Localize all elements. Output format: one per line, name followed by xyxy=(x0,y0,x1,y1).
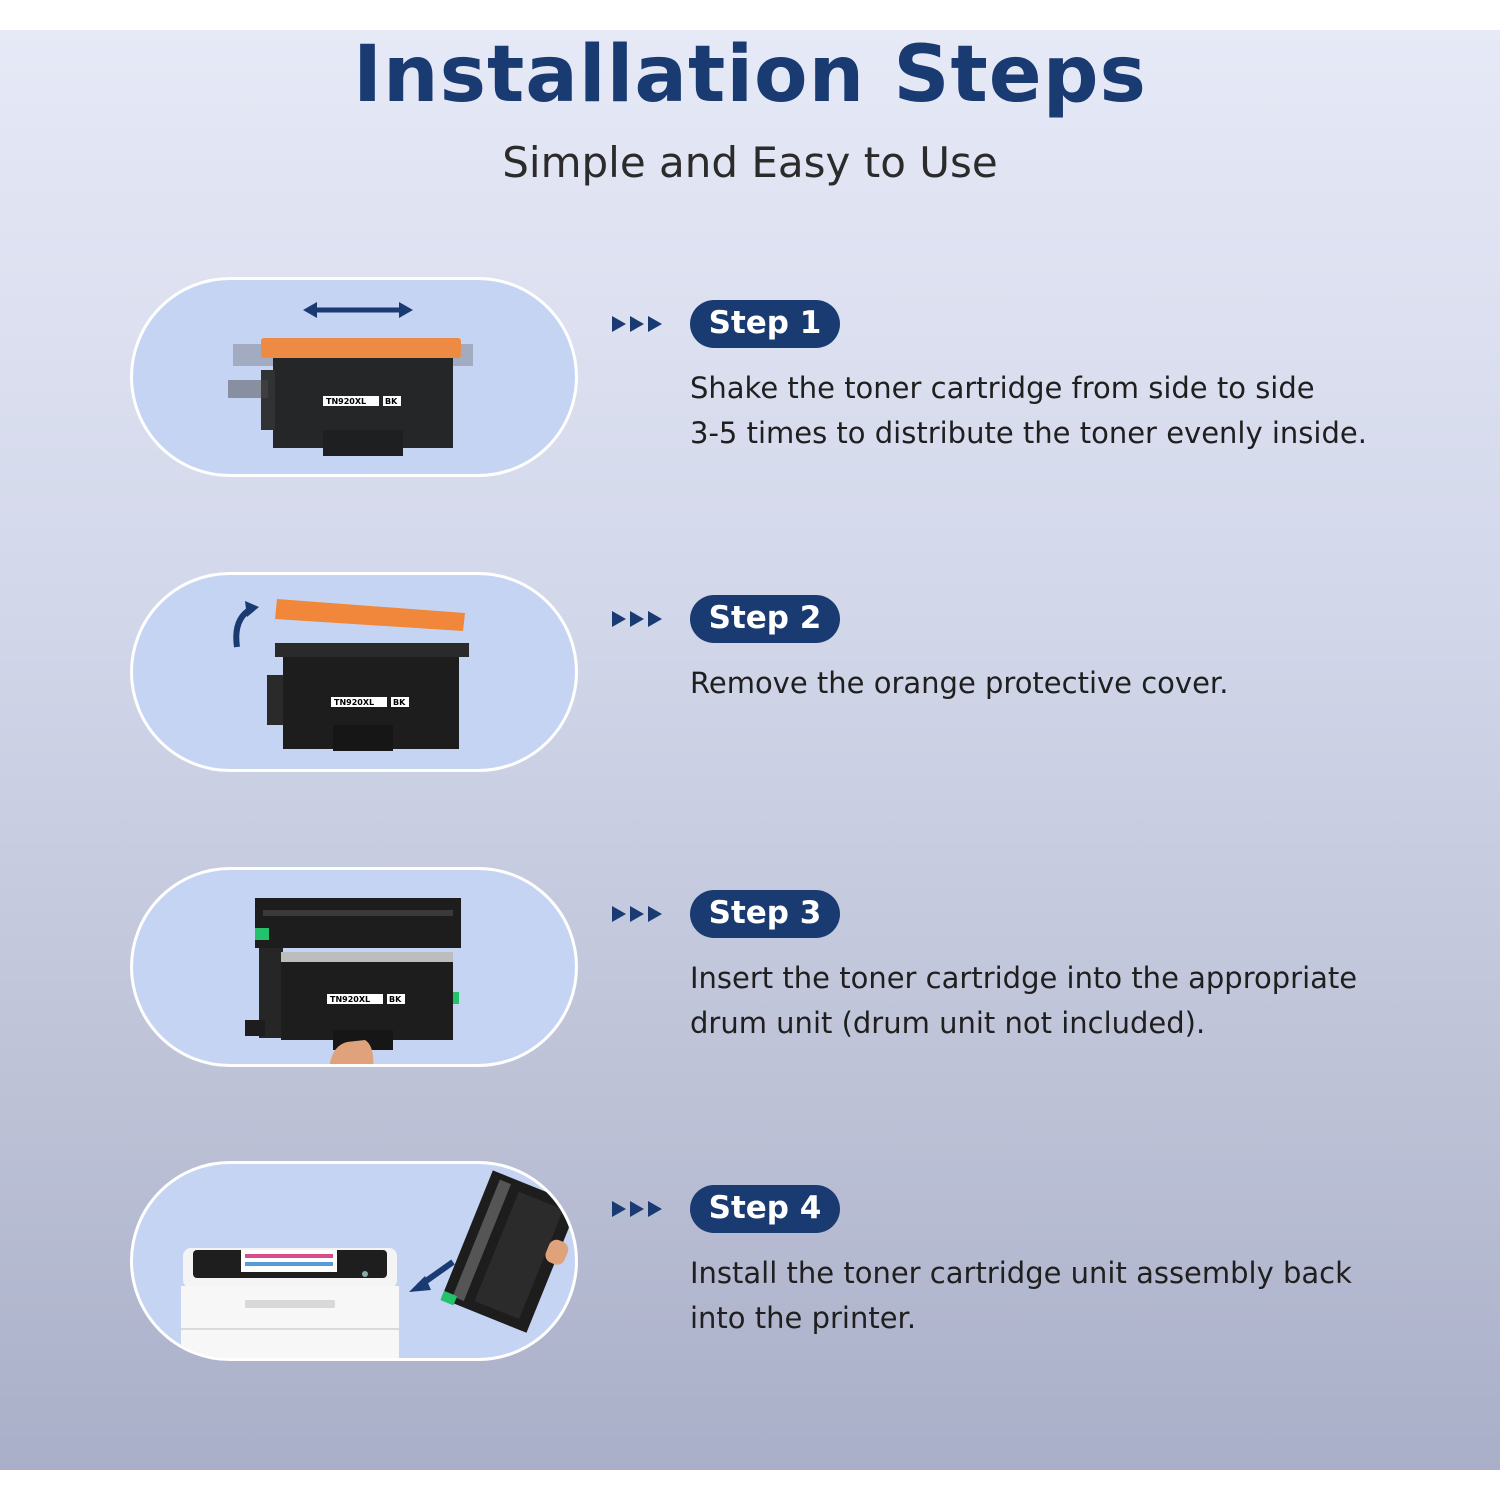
step-2-illustration: TN920XL BK xyxy=(130,572,578,772)
cartridge-color: BK xyxy=(393,698,406,707)
cartridge-label: TN920XL xyxy=(330,995,370,1004)
cartridge-color: BK xyxy=(385,397,398,406)
step-4-description: Install the toner cartridge unit assembl… xyxy=(690,1251,1390,1341)
step-3-line-2: drum unit (drum unit not included). xyxy=(690,1006,1206,1040)
triple-arrow-icon xyxy=(612,1201,662,1217)
step-4-illustration xyxy=(130,1161,578,1361)
triple-arrow-icon xyxy=(612,611,662,627)
printer xyxy=(181,1248,399,1358)
step-2-badge: Step 2 xyxy=(690,595,840,643)
step-3-illustration: TN920XL BK xyxy=(130,867,578,1067)
cartridge-label: TN920XL xyxy=(334,698,374,707)
hand xyxy=(329,1040,374,1064)
step-3-line-1: Insert the toner cartridge into the appr… xyxy=(690,961,1358,995)
step-4-line-2: into the printer. xyxy=(690,1301,917,1335)
page-title: Installation Steps xyxy=(353,30,1147,120)
double-arrow-icon xyxy=(303,302,413,318)
toner-drum-assembly xyxy=(440,1170,575,1333)
step-4-line-1: Install the toner cartridge unit assembl… xyxy=(690,1256,1352,1290)
cartridge-label: TN920XL xyxy=(326,397,366,406)
page-subtitle: Simple and Easy to Use xyxy=(502,138,998,187)
orange-cover xyxy=(275,599,465,631)
step-2-description: Remove the orange protective cover. xyxy=(690,661,1390,706)
step-3-badge: Step 3 xyxy=(690,890,840,938)
step-1-line-2: 3-5 times to distribute the toner evenly… xyxy=(690,416,1367,450)
toner-cartridge xyxy=(281,952,453,1050)
toner-cartridge xyxy=(267,643,469,751)
step-1-description: Shake the toner cartridge from side to s… xyxy=(690,366,1390,456)
step-1-badge: Step 1 xyxy=(690,300,840,348)
triple-arrow-icon xyxy=(612,906,662,922)
triple-arrow-icon xyxy=(612,316,662,332)
toner-cartridge xyxy=(228,338,473,456)
step-3-description: Insert the toner cartridge into the appr… xyxy=(690,956,1390,1046)
drum-unit xyxy=(245,898,461,1038)
insert-arrow-icon xyxy=(409,1259,455,1292)
step-1-illustration: TN920XL BK xyxy=(130,277,578,477)
step-4-badge: Step 4 xyxy=(690,1185,840,1233)
step-1-line-1: Shake the toner cartridge from side to s… xyxy=(690,371,1315,405)
step-2-line-1: Remove the orange protective cover. xyxy=(690,666,1229,700)
cartridge-color: BK xyxy=(389,995,402,1004)
